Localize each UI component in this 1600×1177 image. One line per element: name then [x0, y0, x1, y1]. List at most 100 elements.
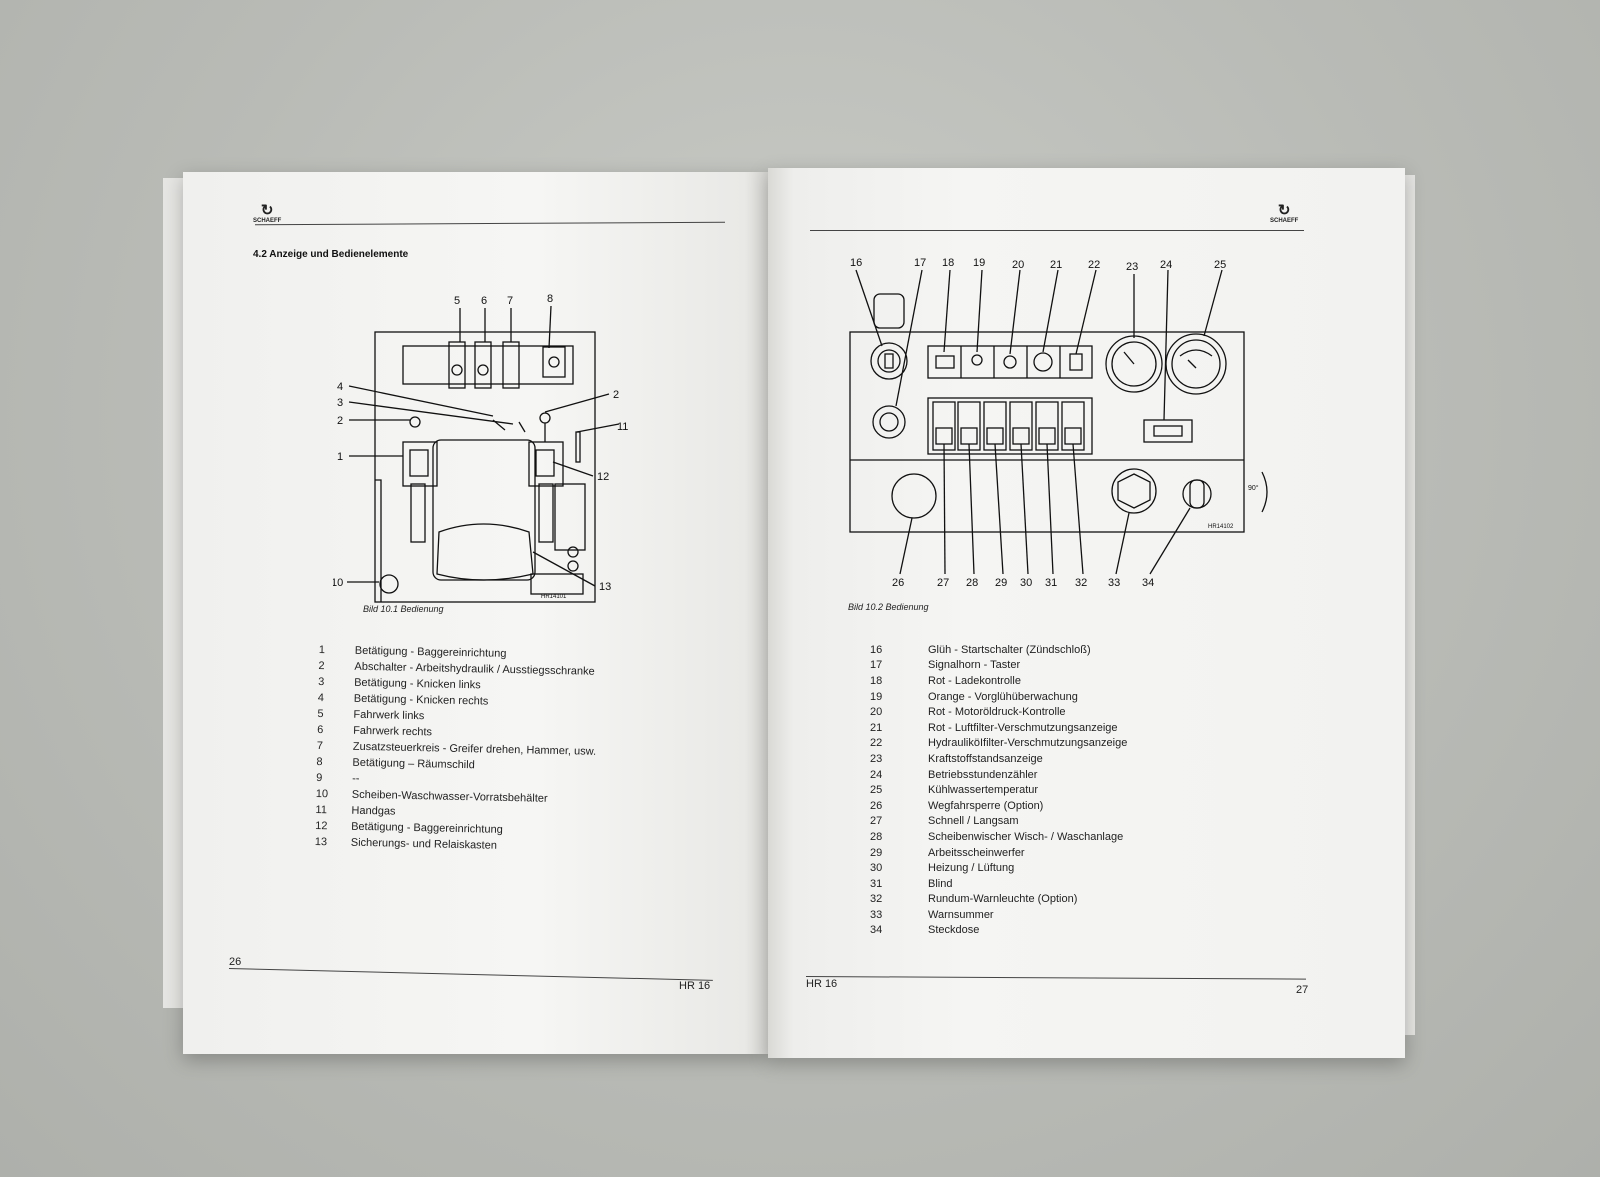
legend-row: 34 Steckdose	[870, 923, 1127, 939]
legend-number: 31	[870, 877, 883, 890]
cab-diagram: 1 2 3 4 2 5 6 7 8 11 12 13 10 HR14101	[333, 293, 628, 603]
callout-1: 1	[337, 451, 343, 463]
legend-text: Rot - Motoröldruck-Kontrolle	[928, 706, 1066, 719]
legend-number: 8	[316, 755, 323, 769]
callout-11: 11	[617, 421, 628, 433]
legend-row: 17 Signalhorn - Taster	[870, 658, 1127, 674]
callout-27: 27	[937, 577, 949, 589]
callout-7: 7	[507, 295, 513, 307]
legend-text: Orange - Vorglühüberwachung	[928, 690, 1078, 703]
legend-text: Signalhorn - Taster	[928, 659, 1021, 672]
legend-number: 32	[870, 893, 883, 906]
legend-row: 19 Orange - Vorglühüberwachung	[870, 689, 1127, 705]
schaeff-logo-left: ↻SCHAEFF	[253, 202, 282, 224]
legend-number: 19	[870, 690, 883, 703]
legend-text: Wegfahrsperre (Option)	[928, 799, 1044, 812]
legend-text: Betätigung - Knicken links	[354, 676, 481, 692]
page-number-left: 26	[229, 956, 242, 968]
footer-rule-left	[228, 968, 713, 981]
legend-number: 26	[870, 799, 883, 812]
legend-text: Steckdose	[928, 924, 980, 937]
legend-text: Betätigung - Knicken rechts	[353, 692, 489, 708]
legend-text: Kühlwassertemperatur	[928, 784, 1039, 797]
legend-text: Blind	[928, 877, 953, 890]
page-number-right: 27	[1296, 984, 1309, 996]
callout-8: 8	[547, 293, 553, 305]
callout-19: 19	[973, 257, 985, 269]
legend-number: 29	[870, 846, 883, 859]
callout-22: 22	[1088, 259, 1100, 271]
legend-number: 22	[870, 737, 883, 750]
footer-model-left: HR 16	[679, 980, 711, 992]
legend-row: 27 Schnell / Langsam	[870, 814, 1127, 830]
section-title: 4.2 Anzeige und Bedienelemente	[253, 249, 409, 260]
legend-number: 11	[315, 803, 328, 817]
legend-number: 3	[318, 675, 325, 689]
legend-text: Rot - Luftfilter-Verschmutzungsanzeige	[928, 721, 1118, 734]
callout-2a: 2	[337, 415, 343, 427]
legend-text: Heizung / Lüftung	[928, 862, 1015, 875]
callout-28: 28	[966, 577, 978, 589]
callout-32: 32	[1075, 577, 1087, 589]
legend-number: 7	[316, 739, 324, 753]
legend-text: Kraftstoffstandsanzeige	[928, 752, 1043, 765]
legend-text: Sicherungs- und Relaiskasten	[350, 836, 498, 852]
legend-text: Warnsummer	[928, 908, 994, 921]
legend-text: Betätigung - Baggereinrichtung	[354, 644, 507, 660]
legend-number: 17	[870, 659, 883, 672]
callout-20: 20	[1012, 259, 1024, 271]
page-stack-left	[163, 178, 185, 1008]
callout-29: 29	[995, 577, 1007, 589]
legend-number: 12	[315, 819, 328, 833]
legend-number: 20	[870, 706, 883, 719]
figure-code-right: HR14102	[1208, 524, 1234, 530]
legend-text: Glüh - Startschalter (Zündschloß)	[928, 643, 1091, 656]
header-rule-right	[810, 230, 1304, 231]
legend-text: --	[352, 772, 360, 785]
legend-number: 30	[870, 862, 883, 875]
callout-17: 17	[914, 257, 926, 269]
callout-18: 18	[942, 257, 954, 269]
legend-number: 28	[870, 830, 883, 843]
figure-caption-right: Bild 10.2 Bedienung	[848, 602, 929, 612]
legend-text: Betätigung - Baggereinrichtung	[351, 820, 503, 836]
legend-text: Schnell / Langsam	[928, 815, 1019, 828]
rotation-label: 90°	[1248, 484, 1259, 492]
legend-number: 13	[314, 835, 328, 849]
schaeff-logo-right: ↻SCHAEFF	[1270, 202, 1299, 224]
callout-3: 3	[337, 397, 343, 409]
legend-row: 31 Blind	[870, 876, 1127, 892]
legend-row: 22 HydrauliköIfilter-Verschmutzungsanzeig…	[870, 736, 1127, 752]
legend-number: 6	[317, 723, 324, 737]
legend-number: 10	[315, 787, 329, 801]
figure-code-left: HR14101	[541, 594, 567, 600]
legend-text: Betriebsstundenzähler	[928, 768, 1038, 781]
callout-34: 34	[1142, 577, 1154, 589]
callout-16: 16	[850, 257, 862, 269]
header-rule-left	[255, 221, 725, 226]
legend-text: Fahrwerk rechts	[353, 724, 433, 739]
legend-text: Betätigung – Räumschild	[352, 756, 475, 772]
legend-number: 27	[870, 815, 883, 828]
legend-number: 21	[870, 721, 883, 734]
footer-rule-right	[805, 976, 1306, 980]
page-stack-right	[1403, 175, 1415, 1035]
legend-row: 20 Rot - Motoröldruck-Kontrolle	[870, 704, 1127, 720]
legend-number: 34	[870, 924, 883, 937]
footer-model-right: HR 16	[806, 978, 838, 990]
legend-text: HydrauliköIfilter-Verschmutzungsanzeige	[928, 737, 1128, 750]
legend-text: Fahrwerk links	[353, 708, 425, 723]
callout-31: 31	[1045, 577, 1057, 589]
legend-number: 1	[318, 643, 326, 657]
legend-row: 30 Heizung / Lüftung	[870, 860, 1127, 876]
legend-number: 4	[317, 691, 325, 705]
callout-12: 12	[597, 471, 609, 483]
callout-6: 6	[481, 295, 487, 307]
callout-23: 23	[1126, 261, 1138, 273]
